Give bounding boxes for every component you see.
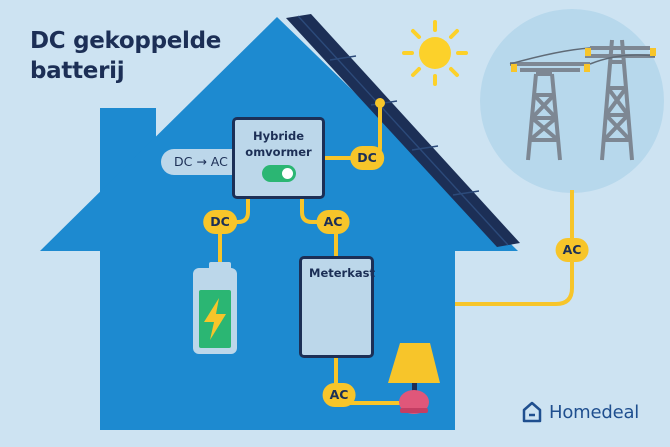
conversion-pill: DC → AC (161, 149, 257, 175)
power-pylon-icon (509, 39, 656, 161)
tag-solar-dc: DC (350, 146, 384, 170)
tag-inverter-ac: AC (316, 210, 350, 234)
solar-panel-icon (286, 14, 520, 247)
brand-name: Homedeal (549, 401, 640, 423)
lamp-icon (388, 343, 440, 414)
inverter-toggle (262, 165, 296, 182)
page-title: DC gekoppelde batterij (30, 26, 221, 86)
title-line-1: DC gekoppelde (30, 28, 222, 54)
sky-circle (480, 9, 664, 193)
tag-grid-ac: AC (555, 238, 589, 262)
hybrid-inverter: Hybride omvormer (232, 117, 325, 199)
tag-battery-dc: DC (203, 210, 237, 234)
tag-lamp-ac: AC (322, 383, 356, 407)
inverter-label: Hybride omvormer (245, 129, 312, 159)
meter-cabinet: Meterkast (299, 256, 375, 358)
battery-icon (193, 262, 237, 354)
grid-cable (374, 190, 574, 306)
brand-logo: Homedeal (521, 400, 639, 424)
home-logo-icon (522, 401, 542, 423)
sun-icon (402, 20, 468, 86)
lightning-icon (204, 298, 226, 340)
title-line-2: batterij (30, 58, 125, 84)
meter-label: Meterkast (309, 266, 375, 280)
